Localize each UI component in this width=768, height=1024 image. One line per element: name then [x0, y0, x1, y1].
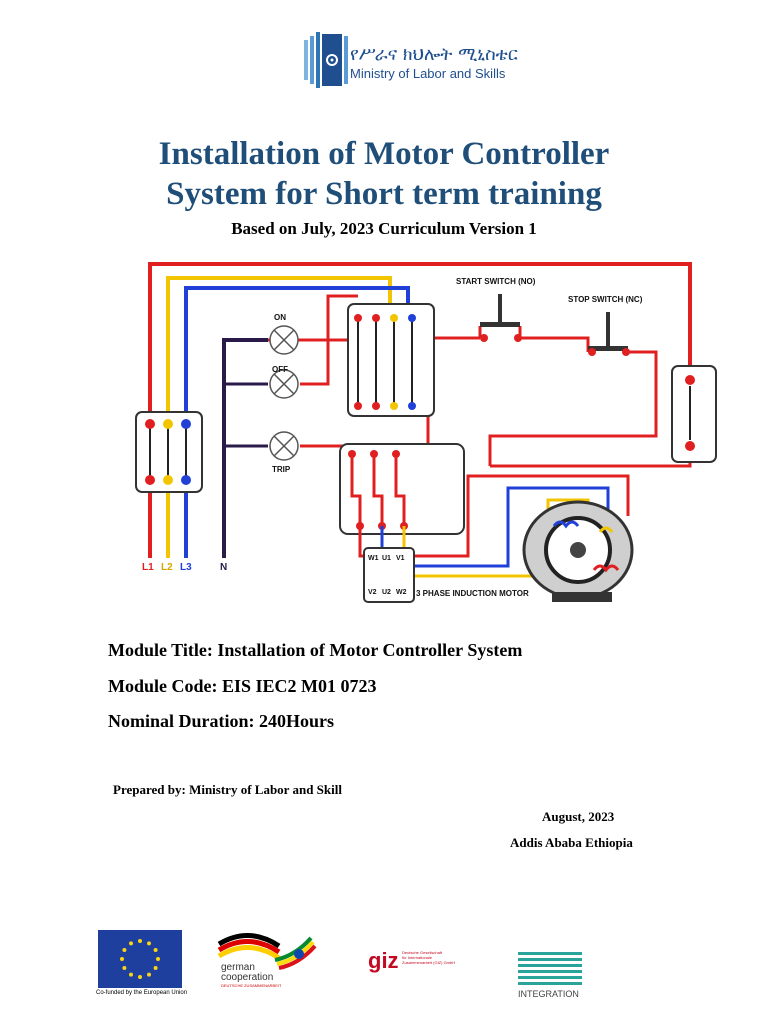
stop-switch-label: STOP SWITCH (NC)	[568, 295, 643, 304]
giz-sub-1: Deutsche Gesellschaft	[402, 950, 443, 955]
nominal-duration: Nominal Duration: 240Hours	[108, 711, 335, 731]
german-cooperation-logo: german cooperation DEUTSCHE ZUSAMMENARBE…	[217, 933, 317, 988]
integration-logo: INTEGRATION	[518, 952, 582, 999]
start-switch-label: START SWITCH (NO)	[456, 277, 536, 286]
module-title: Module Title: Installation of Motor Cont…	[108, 640, 523, 660]
line-l2-label: L2	[161, 562, 173, 573]
motor-control-wiring-diagram: START SWITCH (NO) STOP SWITCH (NC) ON OF…	[135, 262, 717, 603]
line-l3-label: L3	[180, 562, 192, 573]
module-code: Module Code: EIS IEC2 M01 0723	[108, 676, 377, 696]
publication-date: August, 2023	[542, 809, 615, 824]
terminal-u1: U1	[382, 555, 391, 562]
ministry-logo	[304, 32, 348, 88]
title-line-1: Installation of Motor Controller	[158, 136, 610, 172]
subtitle: Based on July, 2023 Curriculum Version 1	[231, 219, 537, 238]
lamp-on-label: ON	[274, 313, 286, 322]
terminal-v1: V1	[396, 555, 405, 562]
terminal-v2: V2	[368, 589, 377, 596]
giz-sub-3: Zusammenarbeit (GIZ) GmbH	[402, 960, 455, 965]
german-coop-text-3: DEUTSCHE ZUSAMMENARBEIT	[221, 983, 282, 988]
german-coop-text-1: german	[221, 962, 255, 973]
prepared-by: Prepared by: Ministry of Labor and Skill	[113, 782, 342, 797]
title-line-2: System for Short term training	[166, 176, 602, 212]
logo-amharic-text: የሥራና ክህሎት ሚኒስቴር	[350, 44, 518, 65]
giz-text: giz	[368, 948, 399, 973]
terminal-w1: W1	[368, 555, 379, 562]
terminal-w2: W2	[396, 589, 407, 596]
lamp-off-label: OFF	[272, 365, 288, 374]
publication-place: Addis Ababa Ethiopia	[510, 835, 633, 850]
logo-english-text: Ministry of Labor and Skills	[350, 66, 506, 81]
integration-text: INTEGRATION	[518, 989, 579, 999]
line-n-label: N	[220, 562, 227, 573]
german-coop-text-2: cooperation	[221, 972, 273, 983]
giz-logo: giz Deutsche Gesellschaft für Internatio…	[368, 948, 455, 973]
eu-flag-logo	[98, 930, 182, 988]
eu-caption: Co-funded by the European Union	[96, 990, 188, 996]
lamp-trip-label: TRIP	[272, 465, 291, 474]
giz-sub-2: für Internationale	[402, 955, 433, 960]
terminal-u2: U2	[382, 589, 391, 596]
line-l1-label: L1	[142, 562, 154, 573]
motor-label: 3 PHASE INDUCTION MOTOR	[416, 589, 529, 598]
